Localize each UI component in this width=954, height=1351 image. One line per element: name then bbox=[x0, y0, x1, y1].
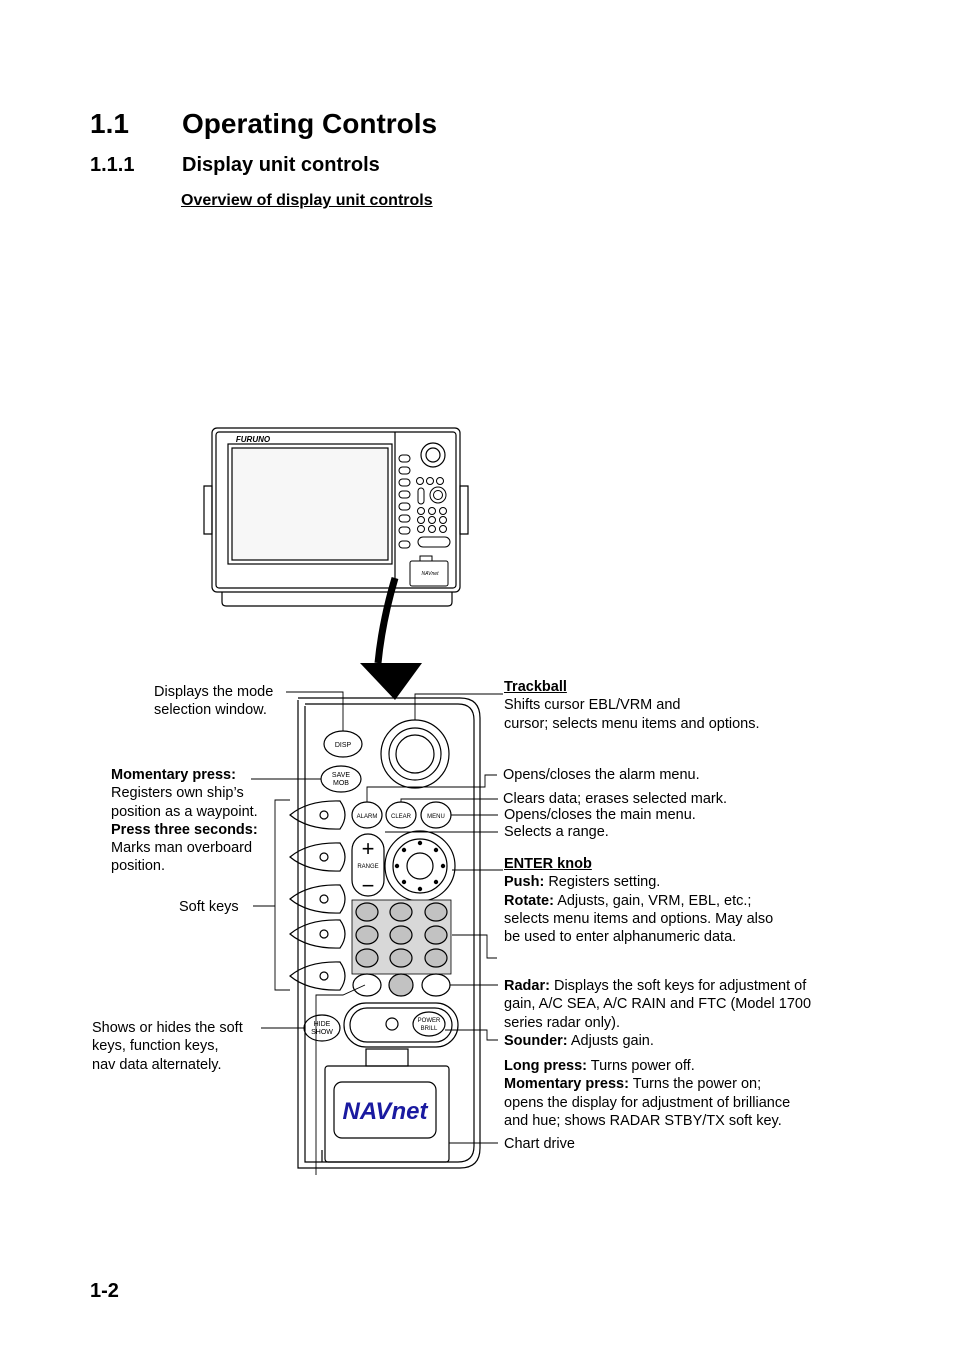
mob-key-label: MOB bbox=[333, 780, 349, 787]
save-key-label: SAVE bbox=[332, 772, 350, 779]
page-number: 1-2 bbox=[90, 1280, 119, 1302]
callout-clear: Clears data; erases selected mark. bbox=[503, 791, 728, 807]
range-key-label: RANGE bbox=[357, 864, 378, 870]
callout-disp: Displays the mode selection window. bbox=[154, 684, 274, 719]
brill-key-label: BRILL bbox=[421, 1026, 438, 1032]
brand-logo: FURUNO bbox=[236, 435, 271, 444]
callout-range: Selects a range. bbox=[504, 824, 609, 840]
svg-text:−: − bbox=[362, 873, 375, 898]
callout-save-mob: Momentary press: Registers own ship’s po… bbox=[111, 767, 258, 875]
callout-menu: Opens/closes the main menu. bbox=[504, 807, 696, 823]
power-key-label: POWER bbox=[418, 1018, 441, 1024]
clear-key-label: CLEAR bbox=[391, 814, 412, 820]
down-arrow bbox=[360, 663, 422, 700]
full-unit-drawing bbox=[203, 427, 469, 607]
callout-soft-keys: Soft keys bbox=[179, 899, 239, 915]
svg-text:+: + bbox=[362, 836, 375, 861]
show-key-label: SHOW bbox=[311, 1029, 333, 1036]
navnet-logo-small: NAVnet bbox=[422, 571, 440, 577]
disp-key-label: DISP bbox=[335, 742, 352, 749]
callout-chart-drive: Chart drive bbox=[504, 1136, 575, 1152]
menu-key-label: MENU bbox=[427, 814, 445, 820]
callout-alarm: Opens/closes the alarm menu. bbox=[503, 767, 700, 783]
alarm-key-label: ALARM bbox=[357, 814, 378, 820]
navnet-logo: NAVnet bbox=[343, 1098, 429, 1125]
callout-trackball: Trackball Shifts cursor EBL/VRM and curs… bbox=[504, 679, 760, 732]
callout-power: Long press: Turns power off. Momentary p… bbox=[504, 1058, 791, 1129]
overview-heading: Overview of display unit controls bbox=[181, 192, 433, 209]
callout-enter-knob: ENTER knob Push: Registers setting. Rota… bbox=[504, 856, 774, 946]
section-title: Operating Controls bbox=[182, 108, 438, 139]
hide-key-label: HIDE bbox=[314, 1021, 331, 1028]
callout-hide-show: Shows or hides the soft keys, function k… bbox=[92, 1020, 243, 1073]
subsection-title: Display unit controls bbox=[182, 154, 380, 176]
callout-radar: Radar: Displays the soft keys for adjust… bbox=[504, 978, 812, 1049]
